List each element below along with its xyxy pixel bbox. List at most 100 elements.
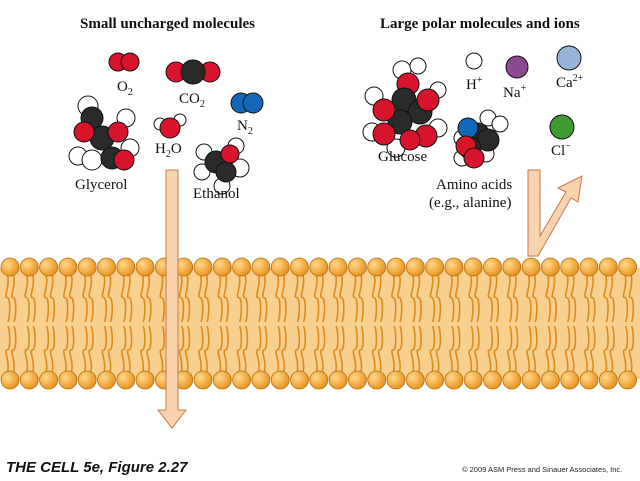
lipid-tail-top — [454, 272, 461, 323]
lipid-tail-bottom — [261, 325, 268, 375]
lipid-head-bottom — [347, 370, 367, 390]
lipid-tail-top — [570, 272, 577, 323]
lipid-tail-bottom — [416, 325, 422, 375]
n2-label: N2 — [237, 118, 253, 137]
ethanol-molecule — [193, 137, 250, 195]
lipid-tail-top — [512, 272, 519, 323]
lipid-head-bottom — [0, 370, 20, 390]
lipid-head-bottom — [367, 370, 387, 390]
lipid-tail-top — [448, 272, 455, 323]
lipid-tail-bottom — [68, 325, 75, 375]
lipid-head-bottom — [290, 370, 309, 390]
lipid-tail-bottom — [101, 325, 108, 375]
lipid-tail-top — [30, 272, 36, 323]
lipid-head-bottom — [579, 370, 599, 390]
lipid-tail-top — [88, 272, 94, 323]
sodium-ion-label: Na+ — [503, 83, 527, 102]
lipid-tail-bottom — [204, 325, 210, 375]
permeable-arrow — [156, 169, 188, 429]
lipid-tail-bottom — [236, 325, 243, 375]
o2-label: O2 — [117, 79, 133, 98]
lipid-tail-bottom — [198, 325, 204, 375]
lipid-head-bottom — [251, 370, 271, 390]
lipid-tail-top — [43, 272, 50, 323]
lipid-tail-bottom — [410, 325, 416, 375]
lipid-tail-bottom — [468, 325, 474, 375]
lipid-head-top — [251, 257, 271, 277]
lipid-tail-top — [184, 272, 191, 323]
lipid-tail-bottom — [275, 325, 281, 375]
lipid-head-bottom — [425, 370, 445, 390]
lipid-head-top — [232, 257, 252, 277]
lipid-tail-bottom — [564, 325, 571, 375]
glucose-label: Glucose — [378, 149, 428, 165]
lipid-tail-bottom — [178, 325, 185, 375]
lipid-head-bottom — [444, 370, 464, 390]
lipid-tail-top — [140, 272, 146, 323]
lipid-tail-top — [101, 272, 108, 323]
lipid-tail-bottom — [603, 325, 609, 375]
lipid-head-bottom — [116, 370, 136, 390]
lipid-tail-top — [178, 272, 185, 323]
calcium-ion-label: Ca2+ — [556, 73, 584, 92]
lipid-tail-top — [468, 272, 474, 323]
lipid-tail-top — [11, 272, 17, 323]
lipid-head-top — [19, 257, 39, 277]
lipid-tail-bottom — [11, 325, 17, 375]
lipid-tail-top — [5, 272, 11, 323]
lipid-head-top — [193, 257, 213, 277]
lipid-head-top — [116, 257, 136, 277]
lipid-tail-top — [319, 272, 326, 323]
lipid-head-top — [290, 257, 309, 277]
lipid-head-bottom — [463, 370, 483, 390]
lipid-head-bottom — [521, 370, 541, 390]
lipid-head-top — [270, 257, 290, 277]
lipid-head-top — [77, 257, 97, 277]
lipid-head-bottom — [618, 370, 637, 390]
lipid-head-bottom — [560, 370, 580, 390]
lipid-tail-top — [487, 272, 494, 323]
lipid-tail-bottom — [24, 325, 30, 375]
lipid-tail-bottom — [126, 325, 133, 375]
lipid-tail-top — [339, 272, 345, 323]
copyright-credit: © 2009 ASM Press and Sinauer Associates,… — [462, 465, 623, 474]
lipid-tail-top — [294, 272, 301, 323]
lipid-tail-top — [416, 272, 422, 323]
lipid-head-bottom — [193, 370, 213, 390]
lipid-head-bottom — [483, 370, 502, 390]
glycerol-molecule — [68, 95, 140, 171]
co2-molecule — [165, 59, 221, 85]
lipid-tail-top — [358, 272, 364, 323]
alanine-example-label: (e.g., alanine) — [429, 195, 512, 211]
lipid-tail-bottom — [146, 325, 152, 375]
lipid-heads-top — [0, 257, 637, 277]
sodium-ion — [505, 55, 529, 79]
figure-caption: THE CELL 5e, Figure 2.27 — [6, 459, 188, 476]
lipid-tail-top — [275, 272, 281, 323]
n2-molecule — [230, 92, 264, 114]
lipid-tail-top — [609, 272, 615, 323]
lipid-head-top — [386, 257, 406, 277]
lipid-head-top — [521, 257, 541, 277]
lipid-tail-bottom — [223, 325, 229, 375]
lipid-tail-bottom — [30, 325, 36, 375]
chloride-ion — [549, 114, 575, 140]
lipid-head-top — [425, 257, 445, 277]
h2o-label: H2O — [155, 141, 182, 160]
lipid-tail-top — [62, 272, 69, 323]
lipid-tail-bottom — [454, 325, 461, 375]
lipid-tail-bottom — [377, 325, 384, 375]
lipid-tail-bottom — [82, 325, 88, 375]
lipid-head-top — [502, 257, 522, 277]
lipid-tail-bottom — [313, 325, 320, 375]
lipid-tail-top — [603, 272, 609, 323]
lipid-tails-top — [5, 272, 635, 323]
lipid-tail-top — [545, 272, 551, 323]
lipid-tail-bottom — [333, 325, 339, 375]
lipid-tail-top — [204, 272, 210, 323]
lipid-tail-bottom — [506, 325, 513, 375]
lipid-head-bottom — [502, 370, 522, 390]
lipid-tail-top — [397, 272, 403, 323]
lipid-tail-top — [255, 272, 262, 323]
